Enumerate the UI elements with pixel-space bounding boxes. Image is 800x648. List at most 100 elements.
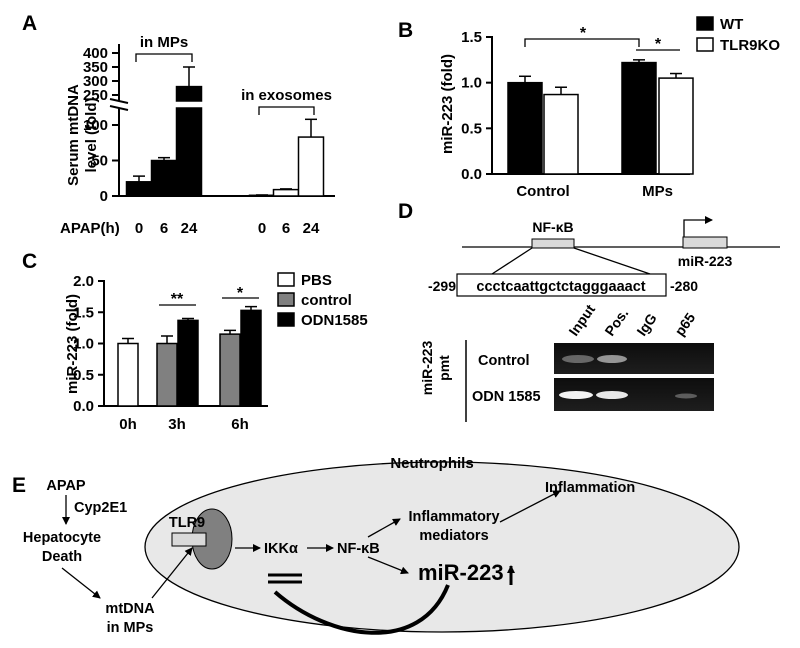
gel-lane-label: p65	[671, 310, 698, 339]
gel-lane-label: Input	[565, 301, 598, 338]
a-group-label: in MPs	[140, 34, 188, 51]
a-group-bracket	[135, 53, 193, 62]
neutrophils-label: Neutrophils	[390, 455, 473, 472]
a-xtick-label: 0	[258, 220, 266, 237]
c-legend-label: ODN1585	[301, 312, 368, 329]
panel-label-a: A	[22, 12, 37, 35]
c-bar	[117, 342, 139, 407]
tss-arrow	[683, 216, 713, 237]
a-xtick-label: 6	[282, 220, 290, 237]
a-xlabel-prefix: APAP(h)	[60, 220, 120, 237]
a-ytick-label: 50	[91, 153, 108, 170]
c-legend-swatch	[277, 312, 295, 327]
nfkb-to-mediators-arrow	[367, 518, 401, 538]
feedback-inhibition-curve	[273, 584, 450, 635]
b-sig-bracket	[524, 38, 640, 47]
b-xtick-label: MPs	[642, 183, 673, 200]
c-xtick-label: 3h	[168, 416, 186, 433]
c-legend-label: control	[301, 292, 352, 309]
a-bar	[150, 159, 178, 197]
a-ytick-label: 100	[83, 117, 108, 134]
a-ytick-label: 0	[100, 188, 108, 205]
c-bar	[219, 333, 241, 407]
b-legend-swatch	[696, 37, 714, 52]
b-bar	[621, 61, 657, 175]
c-bar	[156, 342, 178, 407]
b-ytick-label: 0.0	[461, 166, 482, 183]
c-legend-label: PBS	[301, 272, 332, 289]
a-ytick-label: 300	[83, 73, 108, 90]
gel-row-label-control: Control	[478, 353, 530, 369]
hepatocyte-label-1: Hepatocyte	[23, 530, 101, 546]
b-legend-label: TLR9KO	[720, 37, 780, 54]
c-sig-star: *	[237, 285, 244, 302]
position-right: -280	[670, 278, 698, 294]
neutrophil-cell	[144, 461, 740, 633]
a-bar	[125, 181, 153, 197]
c-ytick-label: 0.0	[73, 398, 94, 415]
a-ytick-label: 250	[83, 87, 108, 104]
panel-label-b: B	[398, 19, 413, 42]
position-left: -299	[428, 278, 456, 294]
a-xtick-label: 6	[160, 220, 168, 237]
a-axis-break-1	[109, 98, 129, 104]
gel-side-label-2: pmt	[436, 355, 452, 381]
mediators-label-2: mediators	[419, 528, 488, 544]
gel-row-control	[554, 343, 714, 374]
gel-lane-label: Pos.	[601, 305, 631, 338]
c-legend-swatch	[277, 272, 295, 287]
panel-a-chart: Serum mtDNA level (fold) APAP(h) 0501002…	[60, 34, 335, 237]
mtdna-to-tlr9-arrow	[151, 547, 193, 599]
panel-label-d: D	[398, 200, 413, 223]
apap-label: APAP	[46, 478, 86, 494]
b-sig-star: *	[655, 36, 662, 53]
gel-band	[562, 355, 594, 363]
a-ytick-label: 400	[83, 45, 108, 62]
gel-band	[559, 391, 593, 399]
b-legend-label: WT	[720, 16, 743, 33]
c-ytick-label: 1.0	[73, 336, 94, 353]
c-legend-swatch	[277, 292, 295, 307]
b-ytick-label: 0.5	[461, 120, 482, 137]
gel-row-label-odn: ODN 1585	[472, 389, 541, 405]
b-ylabel: miR-223 (fold)	[439, 54, 456, 154]
nfkb-to-mir223-arrow	[367, 556, 409, 575]
gel-lane-label: IgG	[633, 310, 660, 338]
a-group-label: in exosomes	[241, 87, 332, 104]
gel-image	[554, 343, 714, 411]
a-ytick-label: 350	[83, 59, 108, 76]
gel-band	[675, 393, 697, 399]
panel-label-e: E	[12, 474, 26, 497]
b-bar	[543, 93, 579, 175]
tlr9-ligand	[171, 532, 207, 547]
panel-e-schematic: Neutrophils APAP Cyp2E1 Hepatocyte Death…	[23, 455, 740, 636]
a-ylabel-line1: Serum mtDNA	[65, 84, 82, 186]
b-ytick-label: 1.5	[461, 29, 482, 46]
c-ytick-label: 0.5	[73, 367, 94, 384]
c-xtick-label: 0h	[119, 416, 137, 433]
zoom-line-right	[573, 247, 651, 275]
mir223-label: miR-223	[418, 560, 504, 585]
sequence-text: ccctcaattgctctagggaaact	[476, 279, 645, 295]
b-legend-swatch	[696, 16, 714, 31]
nfkb-label: NF-κB	[337, 541, 380, 557]
c-bar	[240, 309, 262, 407]
gel-band	[597, 355, 627, 363]
a-xtick-label: 24	[303, 220, 320, 237]
a-bar	[175, 107, 203, 197]
c-xtick-label: 6h	[231, 416, 249, 433]
a-bar	[272, 188, 300, 197]
a-group-bracket	[258, 106, 315, 115]
c-sig-star: **	[171, 291, 184, 308]
a-bar	[175, 85, 203, 102]
c-ylabel: miR-223 (fold)	[64, 294, 81, 394]
a-xtick-label: 24	[181, 220, 198, 237]
b-ytick-label: 1.0	[461, 75, 482, 92]
cyp2e1-label: Cyp2E1	[74, 500, 127, 516]
gel-band	[596, 391, 628, 399]
a-bar	[297, 136, 325, 197]
